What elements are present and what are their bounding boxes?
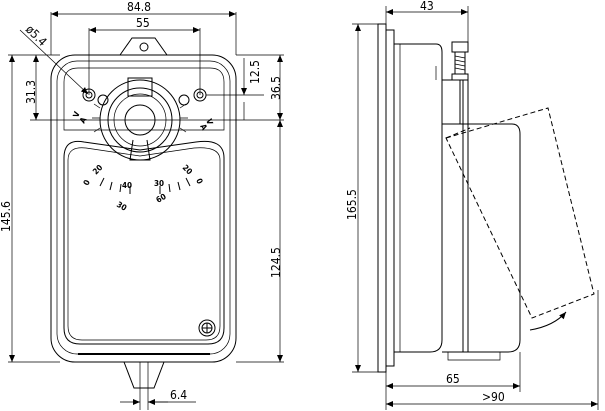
dim-body-height: 124.5: [236, 120, 284, 363]
right-mounting-hole: [178, 88, 207, 106]
front-view: V A V A 0 20 40 30 0 20: [0, 0, 284, 410]
dim-hole-spacing: 55: [88, 16, 201, 95]
svg-text:0: 0: [194, 177, 204, 185]
svg-text:65: 65: [446, 372, 460, 386]
svg-text:145.6: 145.6: [0, 201, 13, 232]
bottom-mounting-tab: [123, 361, 165, 389]
dim-bottom-tab: 6.4: [120, 362, 196, 410]
main-cover: [63, 140, 225, 345]
top-tab-hole: [139, 42, 149, 52]
svg-text:12.5: 12.5: [248, 60, 262, 84]
tilted-cover-dashed: [445, 107, 595, 319]
tilt-arrow: [529, 311, 567, 331]
svg-text:20: 20: [91, 163, 104, 176]
clamp-screw: [451, 41, 469, 81]
svg-text:165.5: 165.5: [345, 189, 359, 220]
shaft-clamp: [92, 77, 188, 161]
svg-text:124.5: 124.5: [269, 247, 283, 278]
svg-text:30: 30: [154, 179, 164, 188]
dim-side-height: 165.5: [345, 23, 378, 373]
svg-text:55: 55: [136, 16, 150, 30]
scale-left-labels: 0 20 40 30: [82, 163, 132, 213]
side-view: 43 165.5 65 >90: [345, 0, 599, 410]
back-plate: [377, 23, 387, 373]
svg-text:36.5: 36.5: [269, 76, 283, 100]
svg-text:40: 40: [122, 181, 132, 190]
dim-depth-top: 43: [385, 0, 469, 42]
top-panel: [63, 67, 225, 131]
svg-text:60: 60: [155, 192, 168, 205]
dim-hole-offset-right: 12.5: [206, 58, 264, 120]
svg-text:V: V: [71, 110, 82, 119]
side-bracket: [442, 79, 461, 125]
svg-text:6.4: 6.4: [170, 388, 187, 402]
dim-width: 84.8: [50, 0, 237, 55]
main-cover-inner: [67, 147, 221, 341]
svg-text:30: 30: [115, 200, 128, 213]
svg-text:V: V: [204, 118, 215, 127]
svg-text:84.8: 84.8: [127, 0, 151, 14]
svg-text:ø5.4: ø5.4: [23, 22, 50, 49]
scale-right-labels: 0 20 30 60: [154, 163, 204, 205]
scale-letters: V A V A: [71, 110, 214, 132]
override-screw: [198, 319, 216, 337]
scale-ticks: [99, 177, 191, 194]
side-housing: [394, 43, 443, 353]
svg-text:>90: >90: [482, 390, 505, 404]
dim-center-height: 36.5: [214, 54, 284, 121]
svg-text:0: 0: [82, 178, 92, 186]
svg-text:A: A: [198, 123, 209, 133]
dim-depth-max: >90: [386, 290, 599, 410]
back-plate-lip: [386, 29, 395, 367]
housing-outline: [50, 54, 237, 363]
svg-text:43: 43: [420, 0, 434, 13]
side-front-cover: [442, 123, 521, 353]
dim-hole-offset-left: 31.3: [24, 55, 39, 120]
svg-text:31.3: 31.3: [24, 80, 38, 104]
top-mounting-tab: [119, 37, 168, 56]
svg-text:20: 20: [181, 163, 194, 176]
